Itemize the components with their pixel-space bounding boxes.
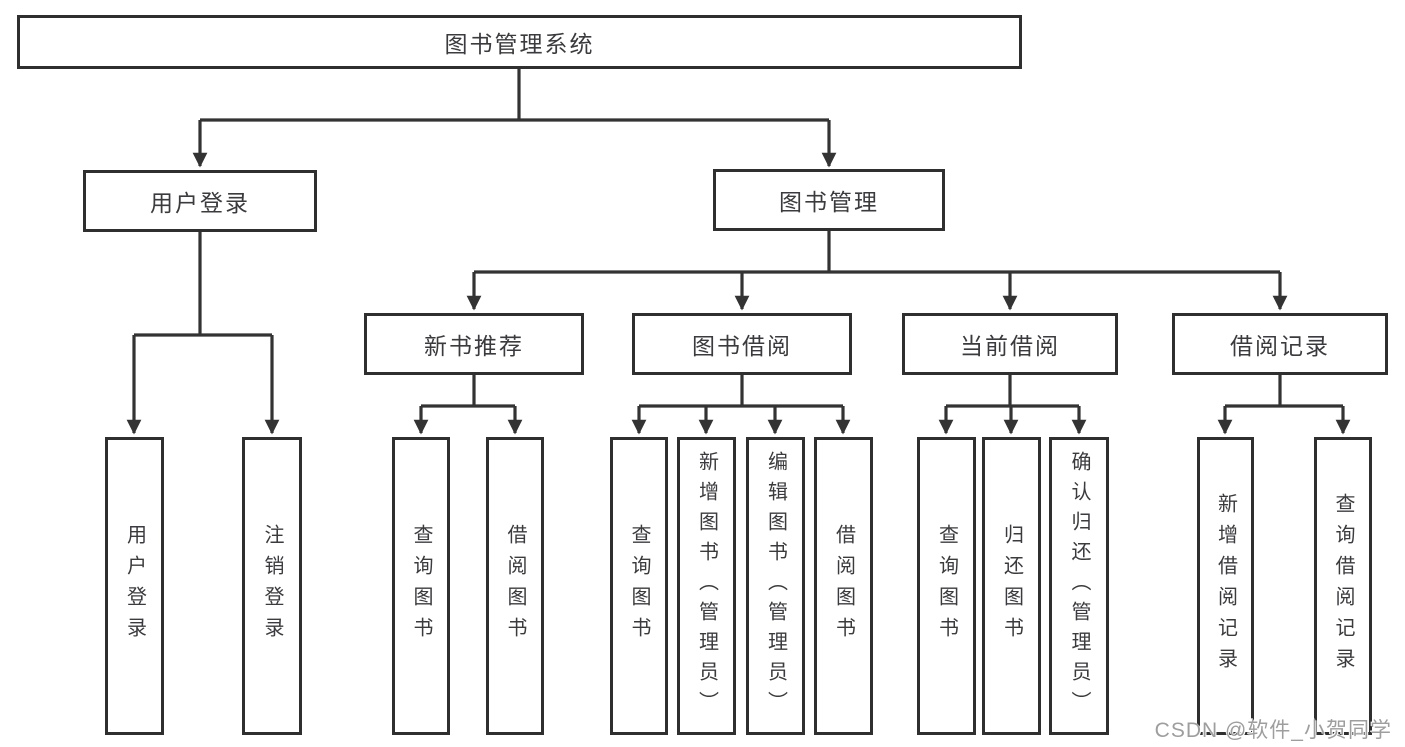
node-leaf-cb-confirm-return-admin: 确认归还（管理员）: [1049, 437, 1109, 735]
node-leaf-bb-edit-book-admin-label: 编辑图书（管理员）: [764, 451, 787, 721]
connector-user-login-trunk: [134, 232, 272, 337]
connector-current-borrow-trunk: [946, 374, 1079, 408]
connector-book-mgmt-trunk: [474, 231, 1280, 274]
node-leaf-rec-borrow-book: 借阅图书: [486, 437, 544, 735]
node-borrowing-records: 借阅记录: [1172, 313, 1388, 375]
node-book-management-label: 图书管理: [779, 189, 879, 215]
node-leaf-bb-edit-book-admin: 编辑图书（管理员）: [746, 437, 805, 735]
node-leaf-cb-return-book: 归还图书: [982, 437, 1041, 735]
node-book-borrowing: 图书借阅: [632, 313, 852, 375]
node-leaf-user-login: 用户登录: [105, 437, 164, 735]
node-borrowing-records-label: 借阅记录: [1230, 333, 1330, 359]
node-leaf-user-login-label: 用户登录: [123, 524, 146, 648]
node-leaf-cb-query-book: 查询图书: [917, 437, 976, 735]
node-leaf-cb-query-book-label: 查询图书: [935, 524, 958, 648]
node-new-book-recommend-label: 新书推荐: [424, 333, 524, 359]
node-leaf-bb-add-book-admin-label: 新增图书（管理员）: [695, 451, 718, 721]
node-new-book-recommend: 新书推荐: [364, 313, 584, 375]
connector-borrow-record-trunk: [1225, 375, 1343, 408]
node-leaf-br-query-record: 查询借阅记录: [1314, 437, 1372, 735]
node-book-management: 图书管理: [713, 169, 945, 231]
csdn-watermark: CSDN @软件_小贺同学: [1154, 719, 1392, 742]
node-user-login-label: 用户登录: [150, 190, 250, 216]
node-library-system: 图书管理系统: [17, 15, 1022, 69]
node-book-borrowing-label: 图书借阅: [692, 333, 792, 359]
node-leaf-bb-query-book-label: 查询图书: [628, 524, 650, 648]
node-leaf-bb-borrow-book: 借阅图书: [814, 437, 873, 735]
node-leaf-rec-query-book-label: 查询图书: [410, 524, 432, 648]
connector-book-borrow-trunk: [639, 375, 843, 408]
connector-root-trunk: [200, 69, 829, 122]
node-leaf-cb-confirm-return-admin-label: 确认归还（管理员）: [1068, 451, 1090, 721]
node-leaf-bb-query-book: 查询图书: [610, 437, 668, 735]
node-leaf-bb-add-book-admin: 新增图书（管理员）: [677, 437, 736, 735]
node-leaf-cb-return-book-label: 归还图书: [1000, 524, 1023, 648]
node-library-system-label: 图书管理系统: [444, 31, 595, 57]
node-leaf-rec-borrow-book-label: 借阅图书: [504, 524, 526, 648]
node-leaf-br-query-record-label: 查询借阅记录: [1332, 493, 1354, 679]
node-leaf-logout-label: 注销登录: [261, 524, 283, 648]
node-leaf-bb-borrow-book-label: 借阅图书: [832, 524, 855, 648]
connector-new-book-rec-trunk: [421, 375, 515, 408]
node-current-borrowing: 当前借阅: [902, 313, 1118, 375]
node-user-login: 用户登录: [83, 170, 317, 232]
node-leaf-rec-query-book: 查询图书: [392, 437, 450, 735]
node-leaf-logout: 注销登录: [242, 437, 302, 735]
node-leaf-br-add-record-label: 新增借阅记录: [1214, 493, 1237, 679]
node-current-borrowing-label: 当前借阅: [960, 333, 1060, 359]
node-leaf-br-add-record: 新增借阅记录: [1197, 437, 1254, 735]
